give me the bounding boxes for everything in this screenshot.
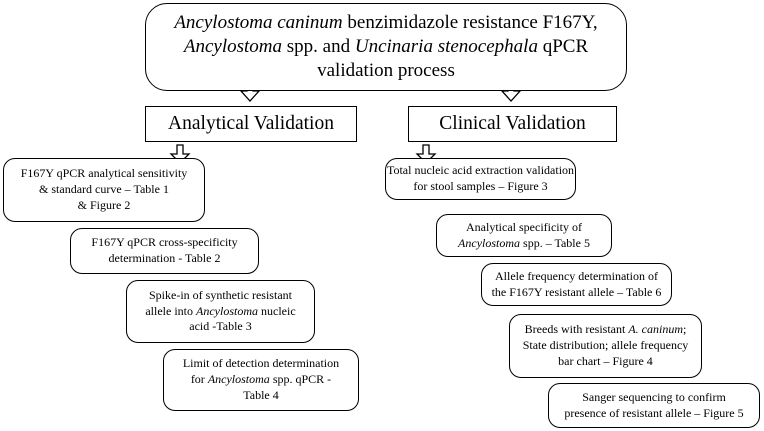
italic-text-run: Ancylostoma bbox=[196, 303, 258, 318]
step-text: Total nucleic acid extraction validation… bbox=[387, 163, 574, 195]
text-run: spp. and bbox=[282, 35, 355, 57]
title-text: Ancylostoma caninum benzimidazole resist… bbox=[174, 11, 597, 83]
text-run: for stool samples – Figure 3 bbox=[413, 179, 548, 193]
text-run: determination - Table 2 bbox=[108, 251, 221, 265]
text-run: Limit of detection determination bbox=[182, 356, 340, 371]
title-box: Ancylostoma caninum benzimidazole resist… bbox=[145, 3, 627, 91]
clinical-validation-header: Clinical Validation bbox=[408, 106, 617, 142]
text-run: Table 4 bbox=[243, 387, 279, 402]
clinical-step-breeds: Breeds with resistant A. caninum;State d… bbox=[509, 314, 702, 378]
text-run: spp. – Table 5 bbox=[520, 235, 590, 250]
clinical-header-label: Clinical Validation bbox=[439, 113, 586, 135]
italic-text-run: Ancylostoma bbox=[458, 235, 521, 250]
text-run: & standard curve – Table 1 bbox=[39, 182, 169, 197]
italic-text-run: Uncinaria stenocephala bbox=[354, 35, 538, 57]
text-run: Analytical specificity of bbox=[466, 219, 582, 234]
italic-text-run: A. caninum bbox=[628, 322, 683, 337]
text-run: Sanger sequencing to confirm bbox=[582, 389, 726, 404]
text-run: validation process bbox=[317, 60, 455, 82]
text-run: State distribution; allele frequency bbox=[522, 338, 689, 353]
text-run: Spike-in of synthetic resistant bbox=[149, 287, 292, 302]
clinical-step-extraction: Total nucleic acid extraction validation… bbox=[385, 158, 576, 200]
text-run: Allele frequency determination of bbox=[495, 268, 658, 283]
text-run: F167Y qPCR cross-specificity bbox=[91, 235, 238, 250]
text-run: nucleic bbox=[258, 303, 296, 318]
text-run: the F167Y resistant allele – Table 6 bbox=[491, 284, 662, 299]
italic-text-run: Ancylostoma bbox=[207, 372, 270, 387]
text-run: bar chart – Figure 4 bbox=[558, 353, 653, 368]
step-text: F167Y qPCR analytical sensitivity& stand… bbox=[21, 166, 188, 214]
text-run: for bbox=[190, 372, 208, 387]
text-run: Total nucleic acid extraction validation bbox=[386, 163, 575, 178]
text-run: acid -Table 3 bbox=[189, 319, 252, 334]
text-run: ; bbox=[682, 322, 687, 337]
italic-text-run: Ancylostoma bbox=[183, 35, 283, 57]
text-run: allele into bbox=[145, 303, 196, 318]
text-run: F167Y qPCR analytical sensitivity bbox=[20, 166, 188, 181]
text-run: qPCR bbox=[537, 35, 589, 57]
text-run: benzimidazole resistance F167Y, bbox=[342, 11, 598, 33]
step-text: Breeds with resistant A. caninum;State d… bbox=[523, 322, 689, 370]
italic-text-run: Ancylostoma caninum bbox=[174, 11, 343, 33]
text-run: spp. qPCR - bbox=[269, 372, 332, 387]
analytical-validation-header: Analytical Validation bbox=[145, 106, 357, 142]
text-run: presence of resistant allele – Figure 5 bbox=[564, 405, 744, 420]
text-run: & Figure 2 bbox=[77, 197, 131, 212]
text-run: Breeds with resistant bbox=[524, 322, 629, 337]
analytical-header-label: Analytical Validation bbox=[168, 113, 334, 135]
analytical-step-sensitivity: F167Y qPCR analytical sensitivity& stand… bbox=[3, 158, 205, 222]
